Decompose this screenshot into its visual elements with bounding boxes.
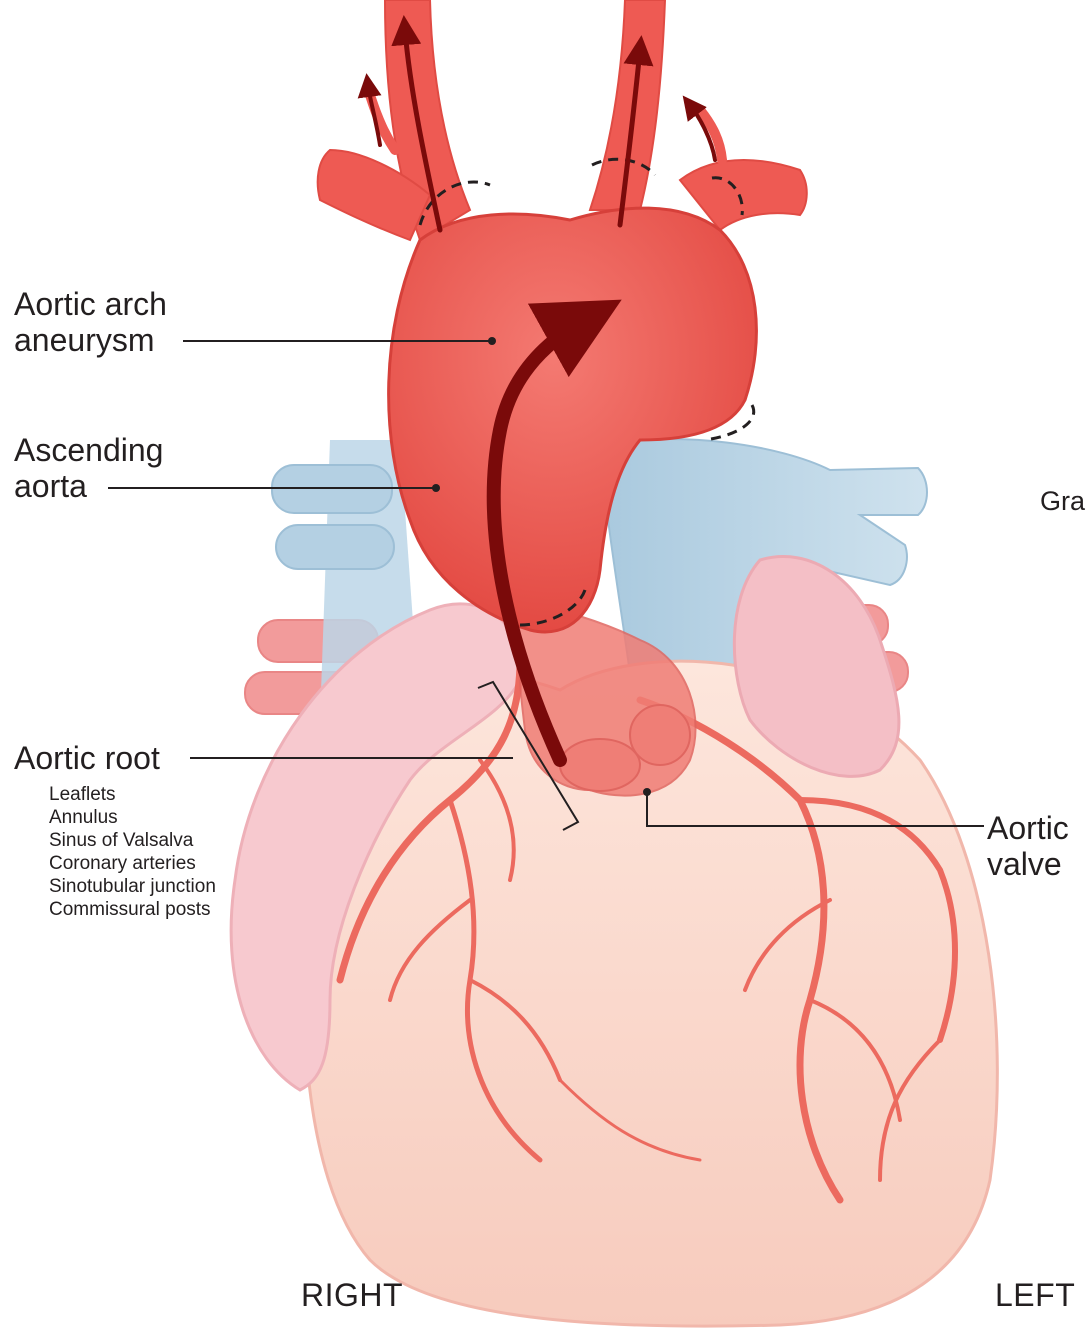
left-side-label: LEFT <box>995 1277 1075 1313</box>
aortic-root-parts-list: Leaflets Annulus Sinus of Valsalva Coron… <box>49 783 216 921</box>
list-item: Sinus of Valsalva <box>49 829 216 852</box>
list-item: Sinotubular junction <box>49 875 216 898</box>
right-side-label: RIGHT <box>301 1277 403 1313</box>
graft-label: Gra <box>1040 486 1085 516</box>
aortic-arch-label: Aortic arch aneurysm <box>14 286 167 358</box>
arch-branches <box>318 0 807 240</box>
ascending-aorta-label: Ascending aorta <box>14 432 163 504</box>
list-item: Leaflets <box>49 783 216 806</box>
list-item: Annulus <box>49 806 216 829</box>
aortic-root-label: Aortic root <box>14 740 160 776</box>
aortic-valve-label: Aortic valve <box>987 810 1069 882</box>
list-item: Commissural posts <box>49 898 216 921</box>
list-item: Coronary arteries <box>49 852 216 875</box>
